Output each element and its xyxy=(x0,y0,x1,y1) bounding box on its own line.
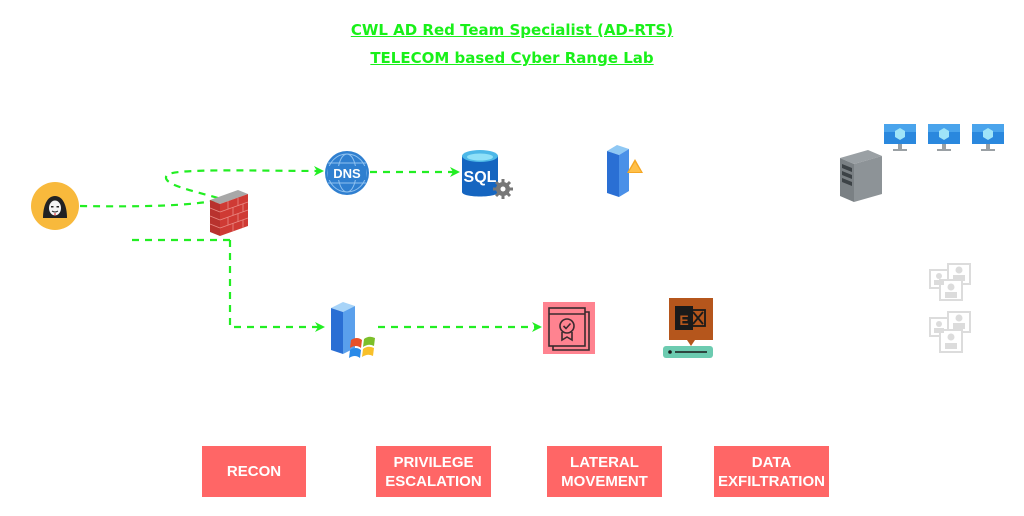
phase-lateral-movement: LATERAL MOVEMENT xyxy=(547,446,662,497)
gear-icon xyxy=(493,179,513,199)
phase-privilege-escalation: PRIVILEGE ESCALATION xyxy=(376,446,491,497)
exchange-server-icon: E xyxy=(663,298,713,358)
phase-label-line1: RECON xyxy=(226,463,282,480)
file-server-node[interactable] xyxy=(838,148,886,204)
virtual-machine-icon xyxy=(972,124,1004,151)
phase-label-line1: PRIVILEGE xyxy=(393,453,474,471)
dns-label: DNS xyxy=(333,166,361,181)
phase-label-line2: ESCALATION xyxy=(385,472,482,490)
dns-icon: DNS xyxy=(325,151,369,195)
user-group-2[interactable] xyxy=(928,310,974,354)
workstation-2[interactable] xyxy=(928,124,964,154)
phase-label-line2: EXFILTRATION xyxy=(718,472,825,490)
phase-data-exfiltration: DATA EXFILTRATION xyxy=(714,446,829,497)
windows-server-icon xyxy=(331,302,375,358)
virtual-machine-icon xyxy=(928,124,960,151)
certificate-icon xyxy=(548,307,590,351)
exchange-server-node[interactable]: E xyxy=(661,298,715,360)
exchange-label: E xyxy=(679,312,688,328)
server-tower-icon xyxy=(840,150,882,202)
app-server-node[interactable] xyxy=(603,143,645,199)
phase-label-line2: MOVEMENT xyxy=(561,472,648,490)
user-group-icon xyxy=(929,263,971,301)
server-warning-icon xyxy=(607,145,643,197)
link-firewall-dns xyxy=(164,165,324,200)
virtual-machine-icon xyxy=(884,124,916,151)
link-attacker-firewall xyxy=(79,198,219,208)
phase-label-line1: LATERAL xyxy=(570,453,639,471)
workstation-3[interactable] xyxy=(972,124,1008,154)
windows-server-node[interactable] xyxy=(327,300,379,360)
windows-logo-icon xyxy=(349,336,375,358)
diagram-subtitle: TELECOM based Cyber Range Lab xyxy=(370,49,654,67)
diagram-title: CWL AD Red Team Specialist (AD-RTS) xyxy=(350,21,674,39)
certificate-authority-node[interactable] xyxy=(543,302,595,354)
dns-node[interactable]: DNS xyxy=(324,150,370,196)
hacker-icon xyxy=(31,182,79,230)
sql-database-node[interactable]: SQL xyxy=(460,148,516,200)
phase-label-line1: DATA xyxy=(751,453,792,471)
sql-database-icon: SQL xyxy=(462,150,513,199)
phase-recon: RECON xyxy=(202,446,306,497)
attacker-node[interactable] xyxy=(31,182,79,230)
link-firewall-windows-server xyxy=(228,240,325,332)
sql-label: SQL xyxy=(464,169,497,186)
user-group-1[interactable] xyxy=(928,262,974,302)
firewall-node[interactable] xyxy=(208,188,250,238)
firewall-icon xyxy=(209,190,249,236)
workstation-1[interactable] xyxy=(884,124,920,154)
user-group-icon xyxy=(929,311,971,353)
